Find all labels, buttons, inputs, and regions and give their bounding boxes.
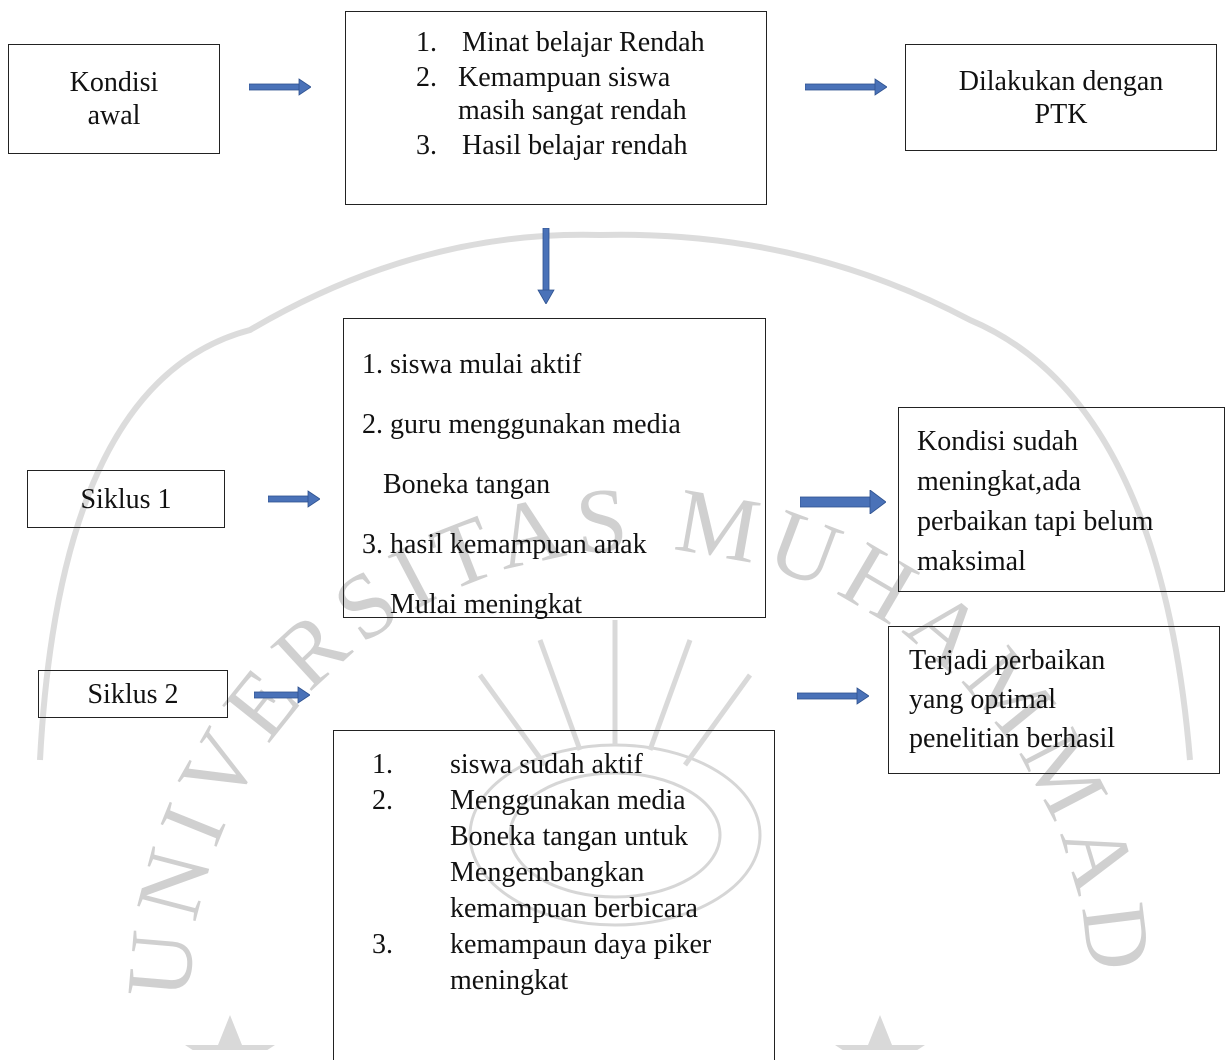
arrow-right-icon (254, 686, 310, 704)
list-number: 2. (372, 785, 393, 816)
cycle-1-result-text: Kondisi sudah meningkat,ada perbaikan ta… (917, 426, 1154, 577)
cycle-1-action-line: Mulai meningkat (362, 589, 583, 620)
arrow-right-icon (268, 490, 320, 508)
cycle-1-actions-box: 1. siswa mulai aktif 2. guru menggunakan… (343, 318, 766, 620)
list-number: 1. (372, 749, 393, 780)
cycle-2-result-box: Terjadi perbaikan yang optimal penelitia… (888, 626, 1220, 774)
list-text: kemampaun daya piker meningkat (450, 929, 712, 996)
arrow-right-icon (805, 78, 887, 96)
cycle-1-action-line: 2. guru menggunakan media (362, 409, 681, 440)
arrow-down-icon (537, 228, 555, 304)
cycle-1-action-line: Boneka tangan (362, 469, 551, 500)
list-number: 3. (416, 130, 437, 161)
cycle-2-box: Siklus 2 (38, 670, 228, 718)
cycle-1-action-line: 1. siswa mulai aktif (362, 349, 582, 380)
cycle-1-action-line: 3. hasil kemampuan anak (362, 529, 647, 560)
cycle-1-result-box: Kondisi sudah meningkat,ada perbaikan ta… (898, 407, 1225, 592)
list-number: 2. (416, 62, 437, 93)
list-text: Minat belajar Rendah (462, 27, 705, 58)
cycle-2-label: Siklus 2 (87, 678, 179, 710)
arrow-right-icon (800, 490, 886, 514)
arrow-right-icon (249, 78, 311, 96)
list-item: 3. kemampaun daya piker meningkat (372, 927, 772, 999)
initial-condition-box: Kondisi awal (8, 44, 220, 154)
initial-problems-box: 1. Minat belajar Rendah 2. Kemampuan sis… (345, 11, 767, 205)
list-text: Kemampuan siswa masih sangat rendah (458, 62, 687, 126)
ptk-result-text: Dilakukan dengan PTK (958, 65, 1164, 130)
list-item: 2. Kemampuan siswa masih sangat rendah (416, 61, 756, 127)
cycle-2-result-text: Terjadi perbaikan yang optimal penelitia… (909, 645, 1116, 754)
list-item: 2. Menggunakan media Boneka tangan untuk… (372, 783, 772, 927)
list-text: Menggunakan media Boneka tangan untuk Me… (450, 785, 698, 924)
cycle-1-label: Siklus 1 (80, 483, 172, 515)
list-item: 3. Hasil belajar rendah (416, 129, 756, 162)
list-item: 1. Minat belajar Rendah (416, 26, 756, 59)
cycle-2-actions-box: 1. siswa sudah aktif 2. Menggunakan medi… (333, 730, 775, 1060)
cycle-1-box: Siklus 1 (27, 470, 225, 528)
cycle-2-actions-list: 1. siswa sudah aktif 2. Menggunakan medi… (372, 747, 772, 999)
list-text: Hasil belajar rendah (462, 130, 688, 161)
list-number: 3. (372, 929, 393, 960)
list-text: siswa sudah aktif (450, 749, 643, 780)
list-number: 1. (416, 27, 437, 58)
initial-problems-list: 1. Minat belajar Rendah 2. Kemampuan sis… (416, 26, 756, 162)
arrow-right-icon (797, 687, 869, 705)
ptk-result-box: Dilakukan dengan PTK (905, 44, 1217, 151)
list-item: 1. siswa sudah aktif (372, 747, 772, 783)
initial-condition-label: Kondisi awal (69, 67, 159, 131)
